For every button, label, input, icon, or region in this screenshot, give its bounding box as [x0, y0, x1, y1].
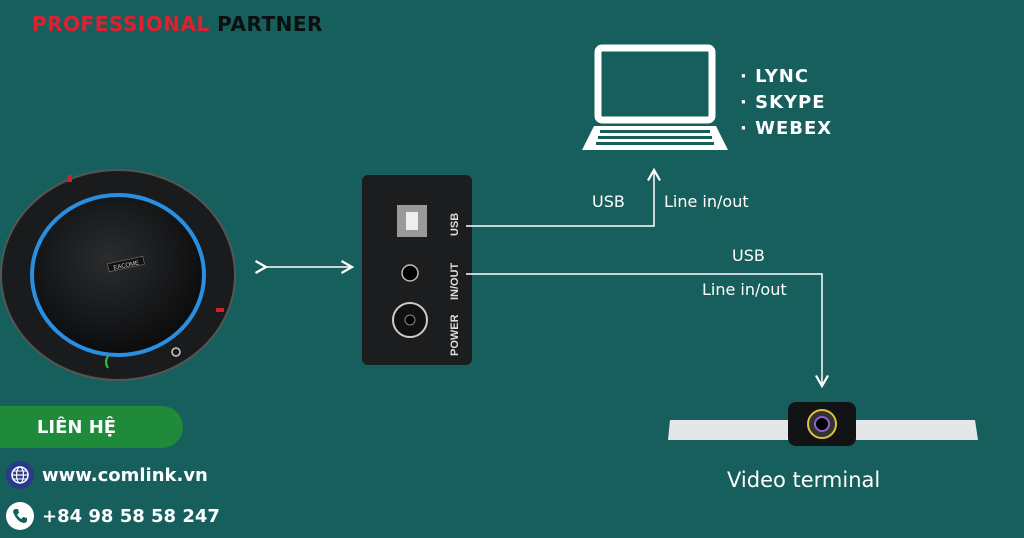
website-row[interactable]: www.comlink.vn: [6, 461, 208, 489]
laptop-line-label: Line in/out: [664, 192, 749, 211]
contact-button[interactable]: LIÊN HỆ: [0, 406, 183, 448]
speakerphone-image: EACOME: [0, 169, 236, 381]
software-list: · LYNC · SKYPE · WEBEX: [740, 64, 832, 142]
phone-icon: [6, 502, 34, 530]
phone-row[interactable]: +84 98 58 58 247: [6, 502, 220, 530]
line-to-terminal-line: [466, 273, 829, 389]
laptop-icon: [582, 44, 728, 150]
software-item-webex: · WEBEX: [740, 118, 833, 139]
laptop-usb-label: USB: [592, 192, 625, 211]
video-terminal-label: Video terminal: [727, 468, 881, 492]
usb-adapter-image: USB IN/OUT POWER: [362, 175, 472, 365]
phone-number[interactable]: +84 98 58 58 247: [42, 505, 220, 527]
software-item-skype: · SKYPE: [740, 92, 826, 113]
port-label-usb: USB: [449, 213, 461, 236]
usb-to-laptop-line: [466, 167, 661, 227]
terminal-usb-label: USB: [732, 246, 765, 265]
terminal-line-label: Line in/out: [702, 280, 787, 299]
port-label-inout: IN/OUT: [449, 262, 461, 300]
website-link[interactable]: www.comlink.vn: [42, 464, 208, 486]
brand-title: PROFESSIONAL PARTNER: [32, 12, 323, 36]
speaker-logo: EACOME: [113, 260, 140, 271]
globe-icon: [6, 461, 34, 489]
brand-title-dark: PARTNER: [217, 12, 323, 36]
port-label-power: POWER: [449, 314, 461, 356]
software-item-lync: · LYNC: [740, 66, 810, 87]
video-terminal-image: [668, 402, 978, 446]
brand-title-red: PROFESSIONAL: [32, 12, 210, 36]
